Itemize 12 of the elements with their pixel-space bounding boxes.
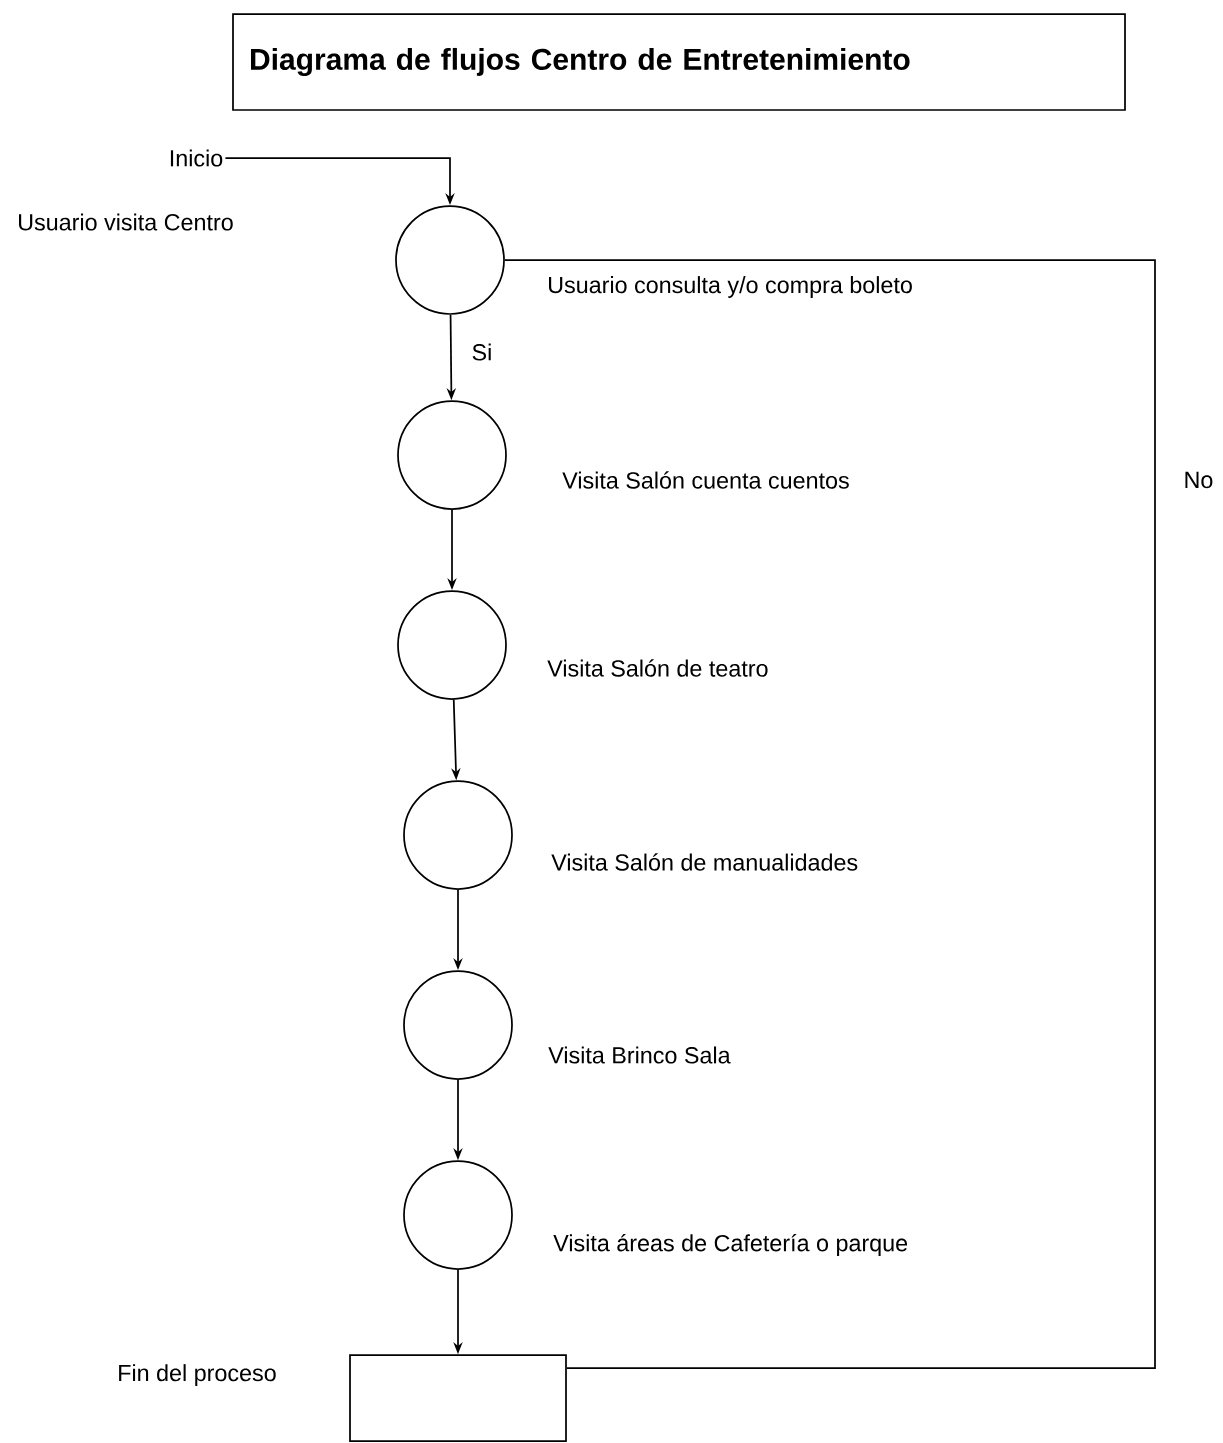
step-label: Visita Salón de teatro (547, 659, 768, 677)
edge-label: No (1180, 469, 1217, 491)
step-label: Visita Brinco Sala (548, 1046, 731, 1064)
start-label: Inicio (170, 149, 223, 167)
note-label: Usuario visita Centro (19, 213, 233, 231)
title-box: Diagrama de flujos Centro de Entretenimiento (232, 13, 1126, 111)
step-label: Usuario consulta y/o compra boleto (549, 276, 912, 298)
step-label: Visita Salón cuenta cuentos (562, 471, 849, 489)
step-label: Visita Salón de manualidades (551, 853, 858, 871)
step-label: Fin del proceso (119, 1364, 276, 1386)
edge-label: Si (468, 340, 495, 364)
step-label: Visita áreas de Cafetería o parque (553, 1234, 908, 1257)
